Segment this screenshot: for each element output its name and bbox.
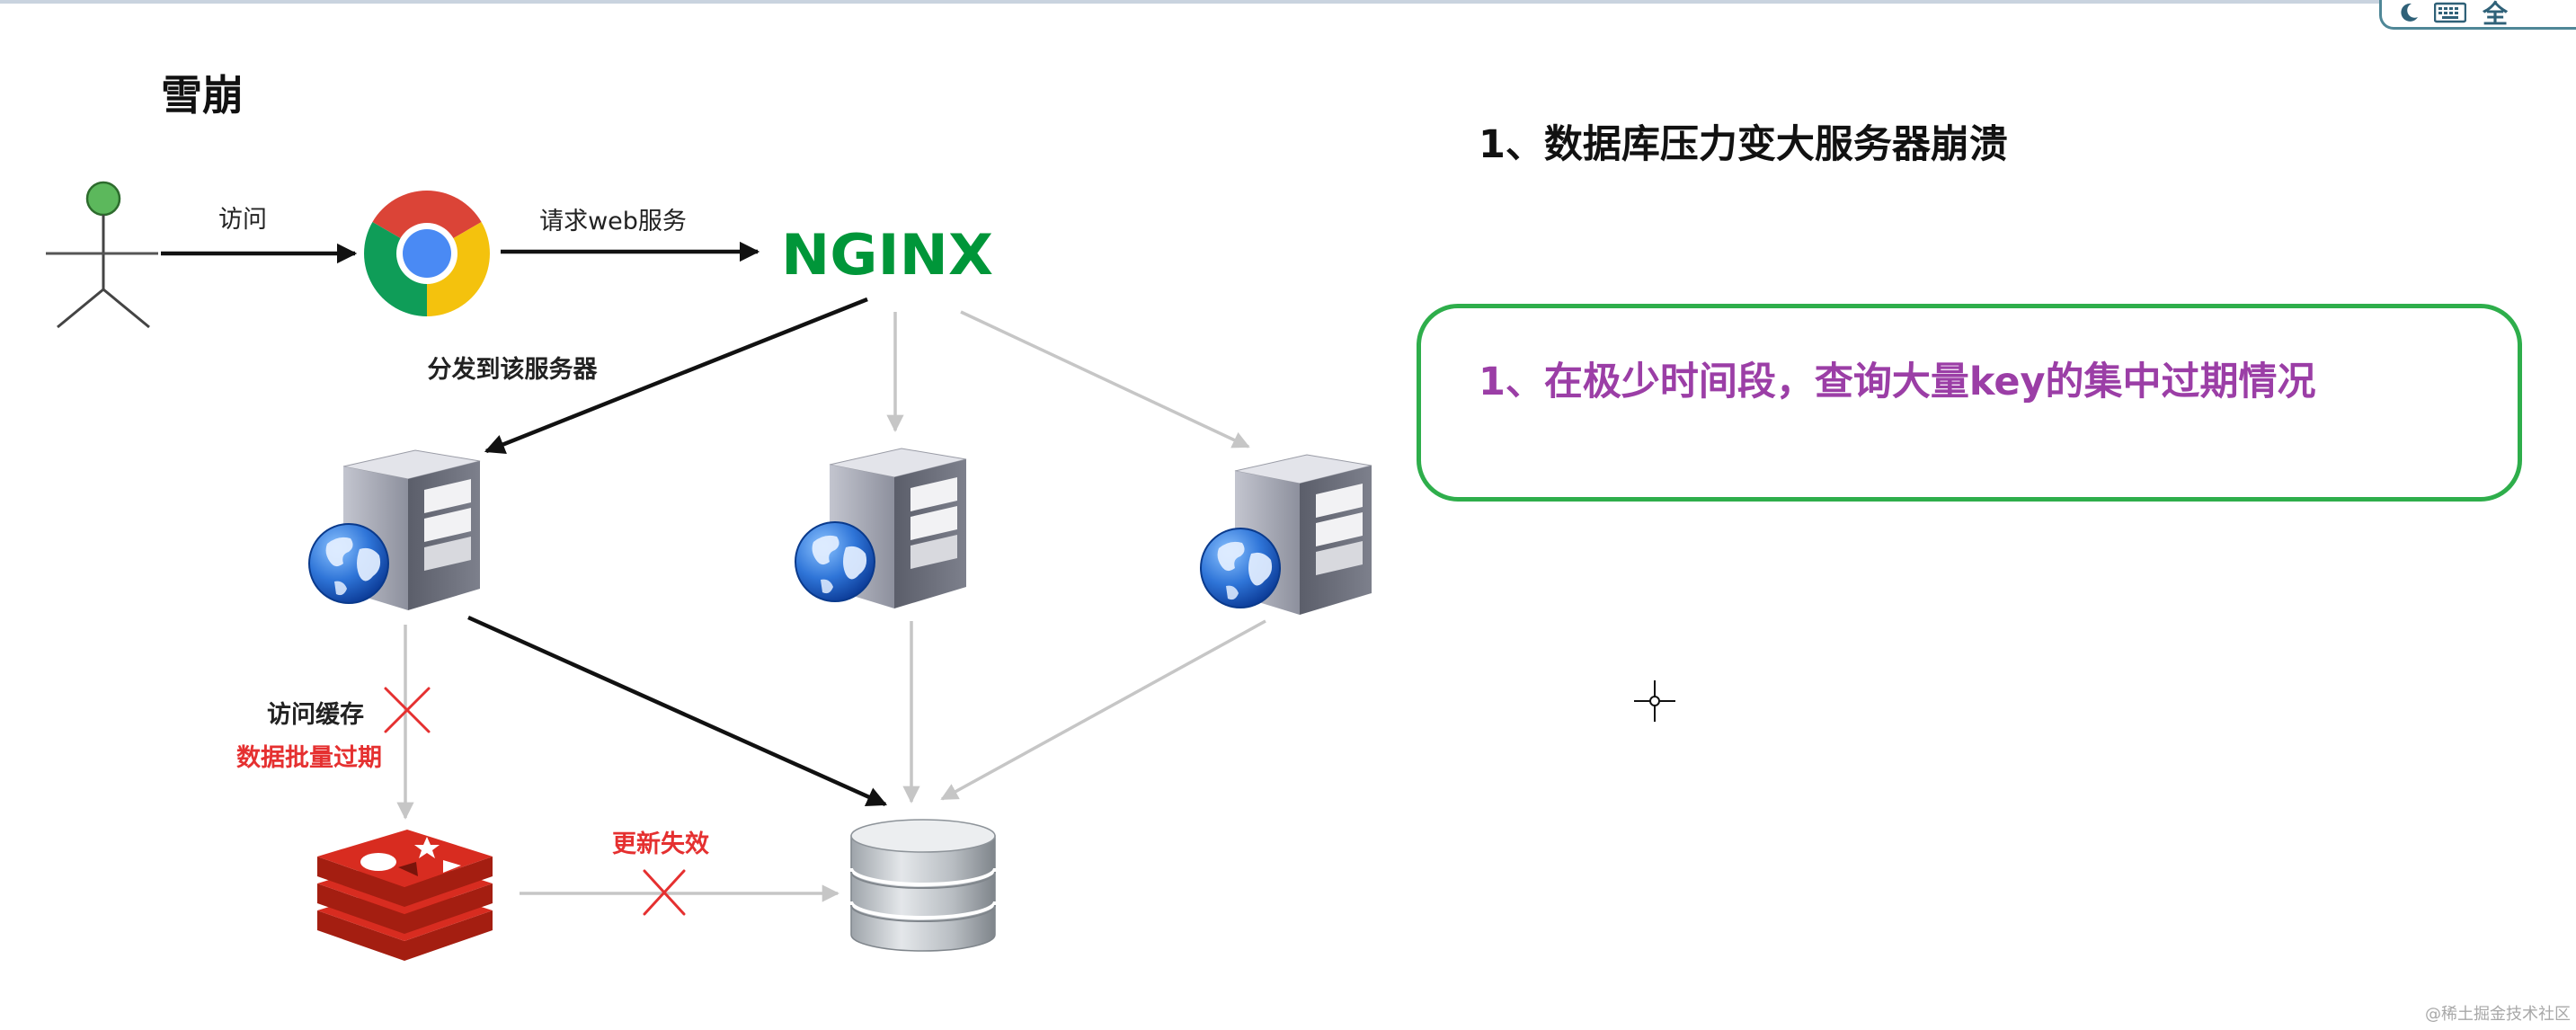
label-dispatch: 分发到该服务器	[428, 355, 599, 384]
user-left-leg	[57, 288, 104, 329]
redis-icon	[317, 830, 493, 961]
label-batch-expire: 数据批量过期	[236, 744, 382, 772]
database-icon	[849, 819, 997, 952]
notes-heading: 1、数据库压力变大服务器崩溃	[1479, 122, 2008, 167]
arrow-server-1-to-database	[467, 615, 888, 807]
crosshair-cursor-icon	[1634, 680, 1675, 722]
server-icon-1	[308, 449, 481, 611]
keyboard-icon[interactable]	[2433, 2, 2467, 27]
toolbar-label[interactable]: 全	[2483, 0, 2509, 29]
notes-box-text: 1、在极少时间段，查询大量key的集中过期情况	[1479, 360, 2316, 404]
server-icon-3	[1200, 454, 1372, 616]
top-right-toolbar[interactable]: 全	[2379, 0, 2576, 30]
watermark: @稀土掘金技术社区	[2425, 1005, 2571, 1024]
nginx-logo: NGINX	[781, 222, 993, 288]
user-right-leg	[102, 288, 150, 329]
notes-highlight-box: 1、在极少时间段，查询大量key的集中过期情况	[1417, 304, 2522, 502]
arrow-server-3-to-database	[940, 619, 1266, 801]
label-request-web: 请求web服务	[539, 208, 687, 235]
stick-figure-icon	[46, 181, 158, 329]
arrow-nginx-to-server-1	[484, 297, 868, 454]
slide-title: 雪崩	[161, 71, 244, 120]
server-icon-2	[795, 448, 967, 609]
chrome-browser-icon	[364, 191, 490, 316]
user-head	[85, 181, 121, 217]
label-access-cache: 访问缓存	[267, 701, 364, 729]
label-update-fail: 更新失效	[612, 830, 709, 858]
x-mark-icon-cache	[384, 687, 431, 733]
x-mark-icon-update	[643, 869, 686, 916]
arrow-nginx-to-server-3	[960, 310, 1250, 448]
moon-icon[interactable]	[2398, 2, 2420, 27]
label-visit: 访问	[218, 206, 267, 234]
window-top-border	[0, 0, 2576, 4]
